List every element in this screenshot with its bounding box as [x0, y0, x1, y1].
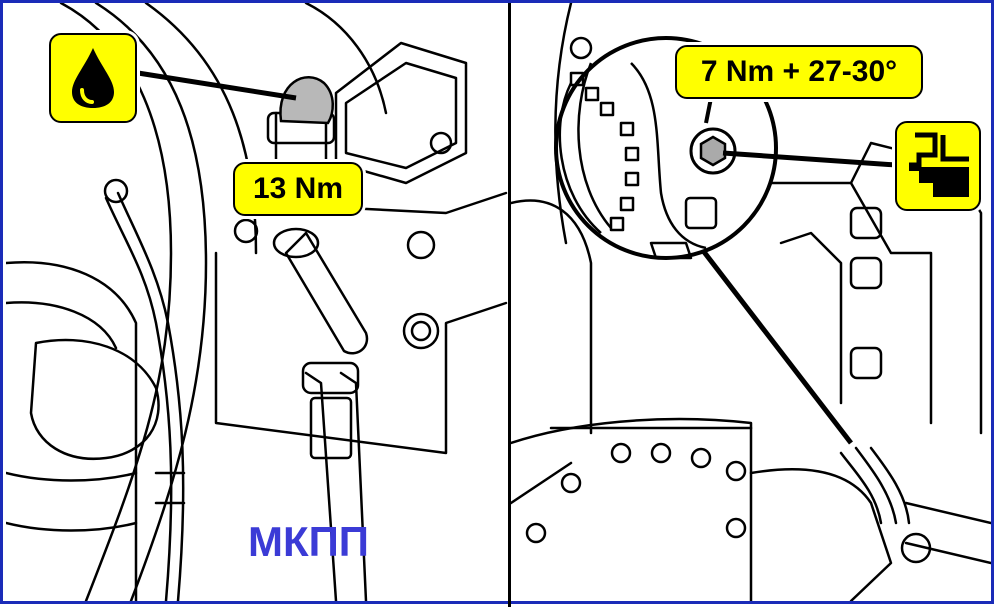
- panel-divider: [508, 3, 511, 607]
- left-torque-label: 13 Nm: [233, 162, 363, 216]
- oil-drop-callout: [49, 33, 137, 123]
- oil-drop-icon: [72, 48, 114, 108]
- sealant-callout: [895, 121, 981, 211]
- right-torque-label: 7 Nm + 27-30°: [675, 45, 923, 99]
- sealant-bracket-icon: [909, 132, 969, 197]
- transmission-caption: МКПП: [248, 518, 369, 565]
